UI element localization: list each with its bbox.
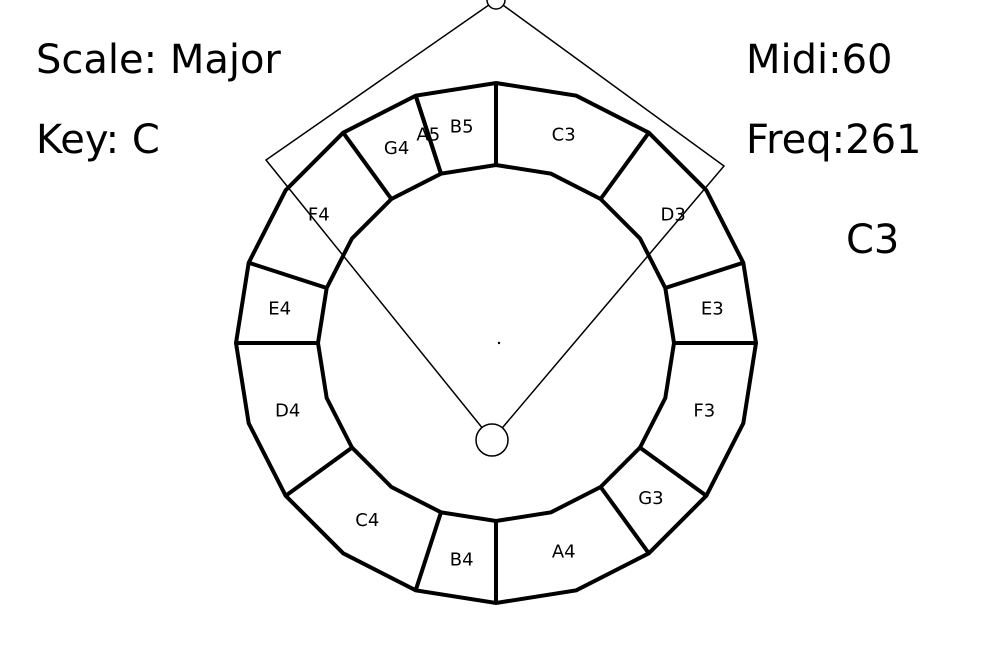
key-label: Key: — [36, 117, 120, 163]
key-readout: Key: C — [36, 120, 160, 160]
segment-divider — [598, 131, 651, 201]
midi-value: 60 — [841, 37, 893, 83]
pointer-top-handle[interactable] — [486, 0, 506, 10]
scale-readout: Scale: Major — [36, 40, 281, 80]
key-value: C — [131, 117, 160, 163]
segment-divider — [284, 445, 354, 498]
segment-label-g3[interactable]: G3 — [638, 488, 663, 509]
segment-label-b5[interactable]: B5 — [450, 117, 474, 138]
segment-label-g4[interactable]: G4 — [384, 138, 409, 159]
pointer-cone — [264, 0, 726, 441]
segment-divider — [598, 485, 651, 555]
freq-label: Freq: — [746, 117, 846, 163]
segment-label-f3[interactable]: F3 — [693, 401, 715, 422]
current-note: C3 — [846, 217, 900, 263]
segment-divider — [341, 131, 394, 201]
midi-label: Midi: — [746, 37, 842, 83]
segment-divider — [413, 95, 443, 175]
pointer-hub-handle[interactable] — [475, 423, 509, 457]
scale-value: Major — [169, 37, 281, 83]
segment-divider — [638, 445, 708, 498]
segment-divider — [664, 260, 744, 290]
segment-label-f4[interactable]: F4 — [308, 204, 330, 225]
segment-label-e4[interactable]: E4 — [268, 299, 291, 320]
segment-label-c3[interactable]: C3 — [552, 125, 576, 146]
segment-divider — [413, 511, 443, 591]
wheel-inner-ring — [315, 162, 677, 524]
midi-readout: Midi:60 — [746, 40, 893, 80]
segment-label-a4[interactable]: A4 — [552, 541, 576, 562]
segment-label-c4[interactable]: C4 — [355, 510, 379, 531]
scale-label: Scale: — [36, 37, 158, 83]
segment-label-d3[interactable]: D3 — [661, 204, 686, 225]
freq-value: 261 — [845, 117, 922, 163]
wheel-center-dot — [497, 341, 501, 345]
segment-divider — [248, 260, 328, 290]
freq-readout: Freq:261 — [746, 120, 922, 160]
segment-label-b4[interactable]: B4 — [450, 549, 474, 570]
segment-label-d4[interactable]: D4 — [275, 401, 300, 422]
segment-label-e3[interactable]: E3 — [701, 299, 724, 320]
segment-label-a5[interactable]: A5 — [416, 125, 440, 146]
